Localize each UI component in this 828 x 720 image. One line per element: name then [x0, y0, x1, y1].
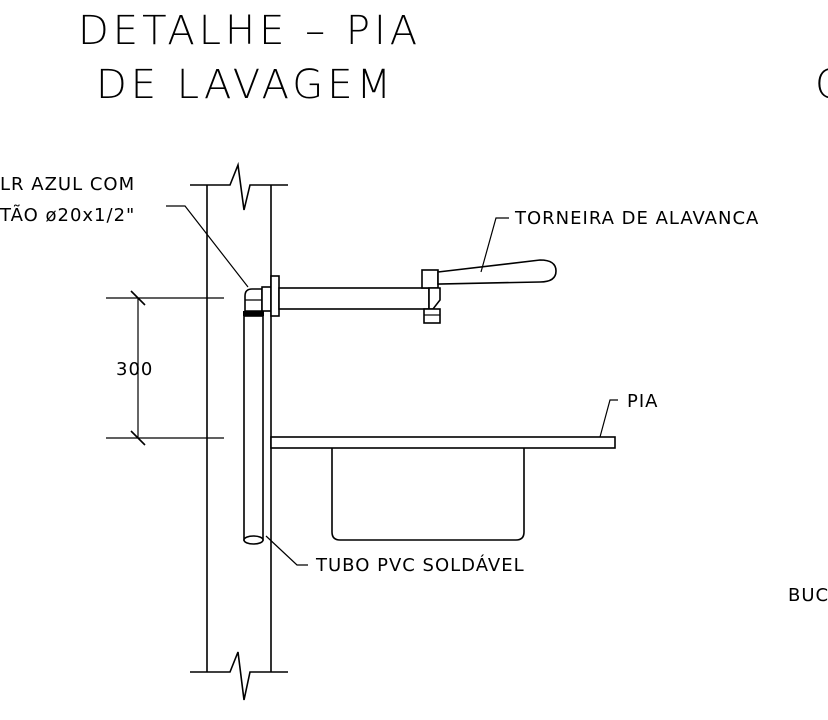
wall — [190, 161, 288, 701]
label-tubo: TUBO PVC SOLDÁVEL — [315, 554, 525, 576]
dimension-300 — [106, 290, 224, 446]
label-joelho-line-1: LR AZUL COM — [0, 174, 135, 195]
leader-lines — [166, 205, 618, 566]
title-line-1: DETALHE – PIA — [78, 8, 421, 54]
dimension-label: 300 — [116, 359, 153, 380]
title-line-2: DE LAVAGEM — [96, 62, 395, 108]
faucet — [270, 259, 557, 324]
pvc-pipe — [243, 311, 264, 545]
label-joelho-line-2: TÃO ø20x1/2" — [0, 204, 135, 226]
label-torneira: TORNEIRA DE ALAVANCA — [514, 208, 759, 229]
label-pia: PIA — [627, 391, 658, 412]
label-cut-bottom-right: BUC — [788, 585, 828, 606]
title-cut-right: C — [815, 62, 828, 108]
sink — [270, 436, 616, 541]
elbow-fitting — [244, 286, 272, 312]
